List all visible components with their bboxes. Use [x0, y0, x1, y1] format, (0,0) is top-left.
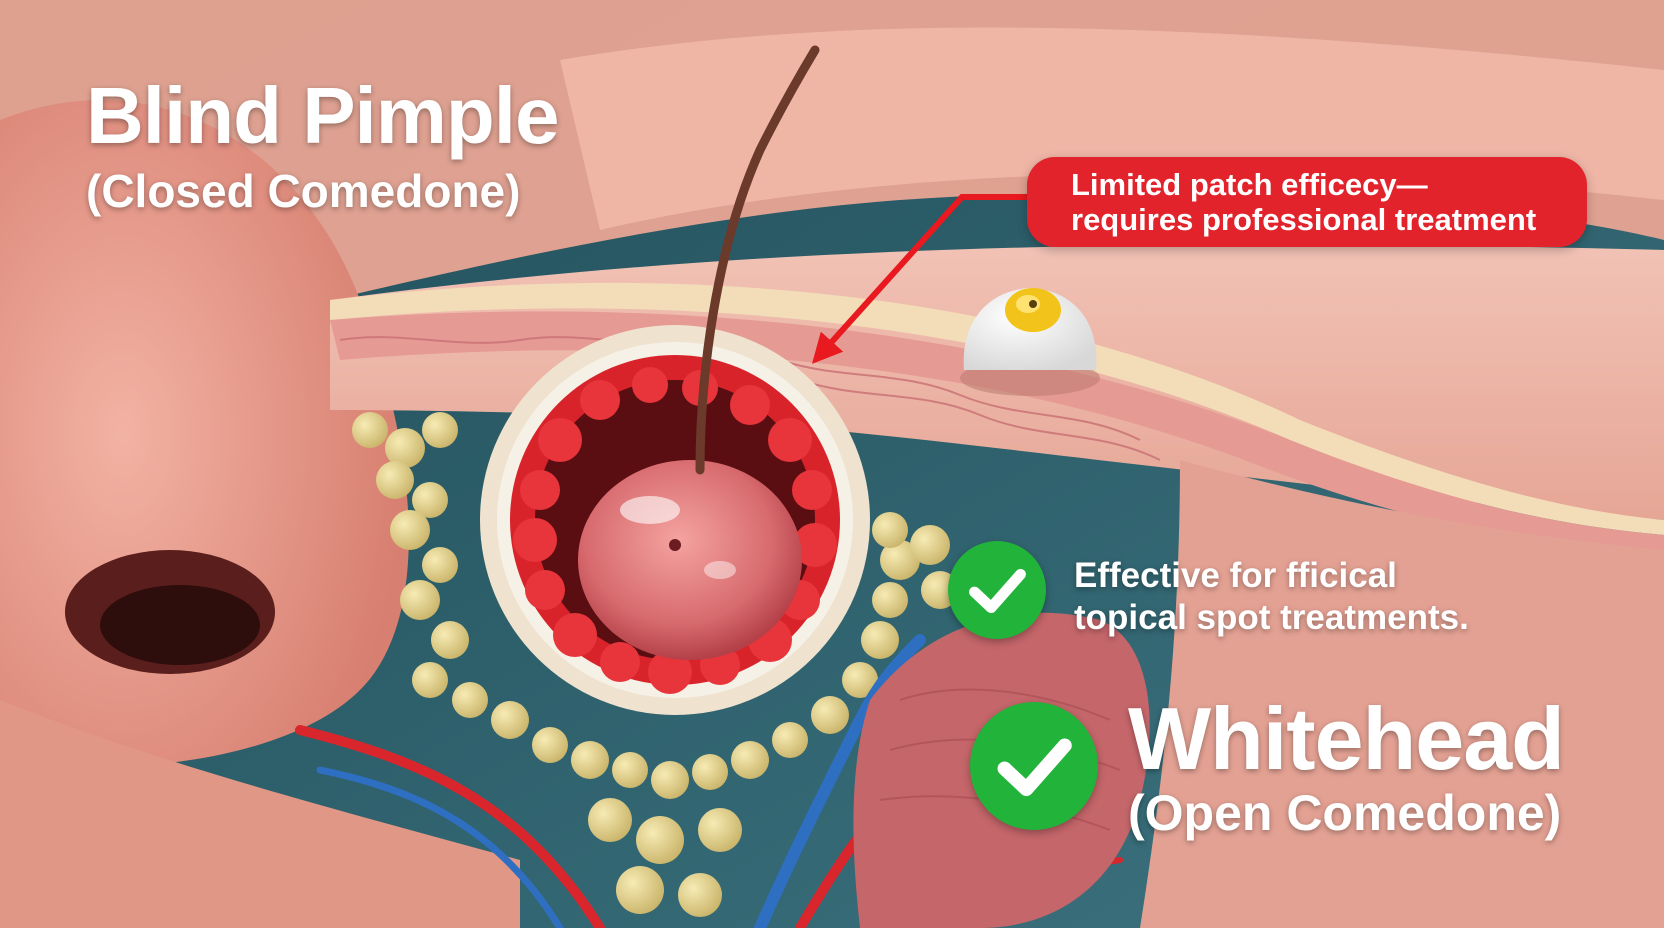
callout-line-2: requires professional treatment — [1071, 202, 1537, 237]
check-icon — [948, 541, 1046, 639]
whitehead-title: Whitehead — [1128, 689, 1565, 788]
blind-pimple-title: Blind Pimple — [86, 71, 559, 160]
effective-line-2: topical spot treatments. — [1074, 598, 1469, 637]
effective-line-1: Effective for fficical — [1074, 556, 1397, 595]
check-icon — [970, 702, 1098, 830]
effective-treatment-text: Effective for fficical topical spot trea… — [1074, 555, 1469, 639]
whitehead-subtitle: (Open Comedone) — [1128, 785, 1562, 841]
callout-line-1: Limited patch efficecy— — [1071, 167, 1428, 202]
blind-pimple-subtitle: (Closed Comedone) — [86, 165, 521, 217]
arrow-icon — [811, 194, 1035, 364]
treatment-callout: Limited patch efficecy— requires profess… — [1027, 157, 1587, 247]
